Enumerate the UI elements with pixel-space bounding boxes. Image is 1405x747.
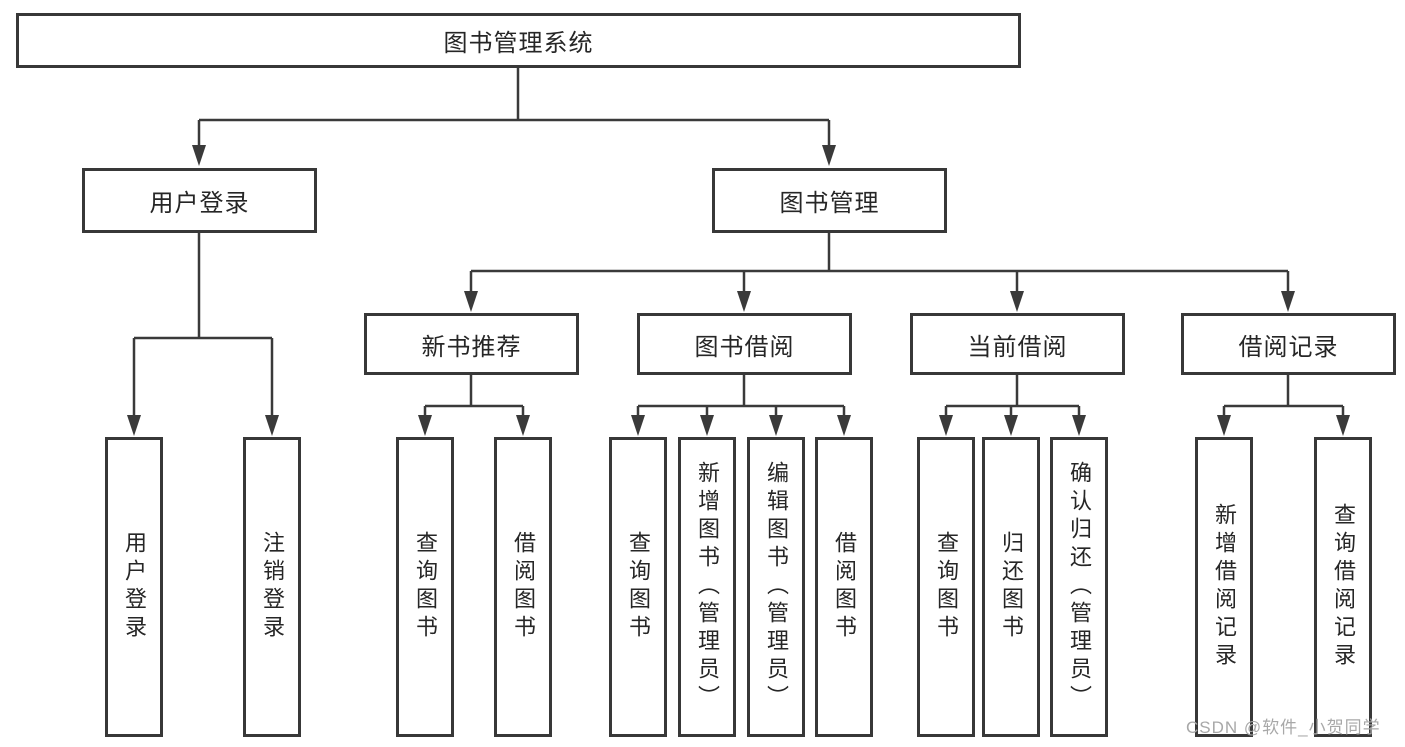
leaf-user-login: 用户登录 <box>105 437 163 737</box>
leaf-borrow-edit-books-admin: 编辑图书（管理员） <box>747 437 805 737</box>
node-current-borrowing: 当前借阅 <box>910 313 1125 375</box>
leaf-borrow-query-books: 查询图书 <box>609 437 667 737</box>
leaf-records-query-record: 查询借阅记录 <box>1314 437 1372 737</box>
leaf-borrow-borrow-books: 借阅图书 <box>815 437 873 737</box>
node-book-borrowing: 图书借阅 <box>637 313 852 375</box>
node-borrowing-records: 借阅记录 <box>1181 313 1396 375</box>
leaf-borrow-add-books-admin: 新增图书（管理员） <box>678 437 736 737</box>
leaf-current-query-books: 查询图书 <box>917 437 975 737</box>
node-book-management: 图书管理 <box>712 168 947 233</box>
leaf-recommend-query-books: 查询图书 <box>396 437 454 737</box>
leaf-logout: 注销登录 <box>243 437 301 737</box>
leaf-current-return-books: 归还图书 <box>982 437 1040 737</box>
node-user-login: 用户登录 <box>82 168 317 233</box>
leaf-records-add-record: 新增借阅记录 <box>1195 437 1253 737</box>
leaf-recommend-borrow-books: 借阅图书 <box>494 437 552 737</box>
node-root: 图书管理系统 <box>16 13 1021 68</box>
leaf-current-confirm-return-admin: 确认归还（管理员） <box>1050 437 1108 737</box>
node-new-book-recommendation: 新书推荐 <box>364 313 579 375</box>
csdn-watermark: CSDN @软件_小贺同学 <box>1186 718 1381 737</box>
